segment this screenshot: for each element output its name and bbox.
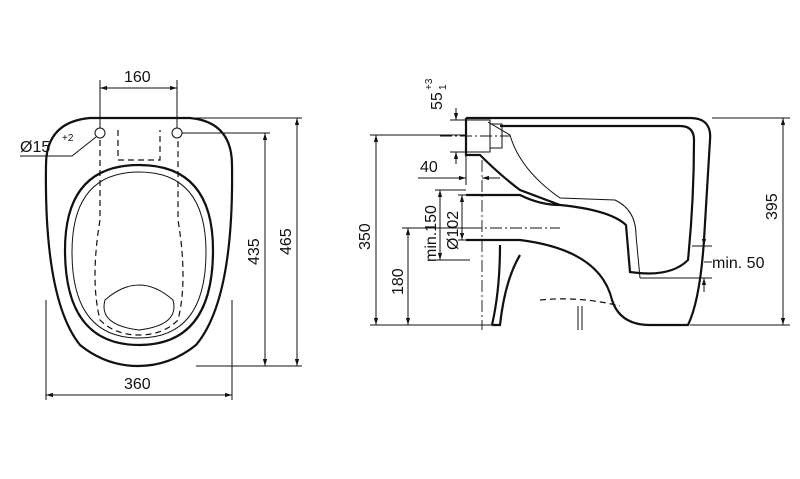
dim-rim-height: 350 <box>357 223 374 250</box>
floor-fixing <box>539 298 621 307</box>
dim-outlet-center-height: 180 <box>390 268 407 295</box>
dim-outlet-diameter: Ø102 <box>445 211 462 250</box>
dim-width: 360 <box>124 376 151 393</box>
dim-total-length: 465 <box>278 228 295 255</box>
trap-outline <box>103 284 175 331</box>
dim-hole-tolerance: +2 <box>62 133 74 144</box>
hinge-hole-left <box>94 127 106 139</box>
seat-outline <box>44 116 234 368</box>
bowl-opening-inner <box>71 171 207 339</box>
top-view: 160 Ø15 +2 360 435 465 <box>20 69 302 400</box>
dim-inlet-offset: 40 <box>420 159 438 176</box>
dim-total-height: 395 <box>764 193 781 220</box>
bowl-profile <box>464 116 712 327</box>
hidden-bowl <box>94 130 184 336</box>
bowl-opening <box>63 163 215 347</box>
outlet-pipe <box>466 193 651 327</box>
dim-inlet-tol-lower: 1 <box>438 84 449 90</box>
side-view: 55 +3 1 40 min.150 Ø102 350 180 395 <box>357 78 790 330</box>
dim-hole-spacing: 160 <box>124 69 151 86</box>
dim-min-clearance: min. 50 <box>712 255 765 272</box>
hinge-hole-right <box>171 127 183 139</box>
bowl-wall-inner <box>487 121 641 279</box>
dim-outlet-min-height: min.150 <box>423 205 440 262</box>
dim-inner-length: 435 <box>246 238 263 265</box>
base <box>490 244 521 327</box>
dim-inlet-tol-upper: +3 <box>424 78 435 90</box>
dim-hole-diameter: Ø15 <box>20 139 50 156</box>
dim-inlet-height: 55 <box>429 92 446 110</box>
